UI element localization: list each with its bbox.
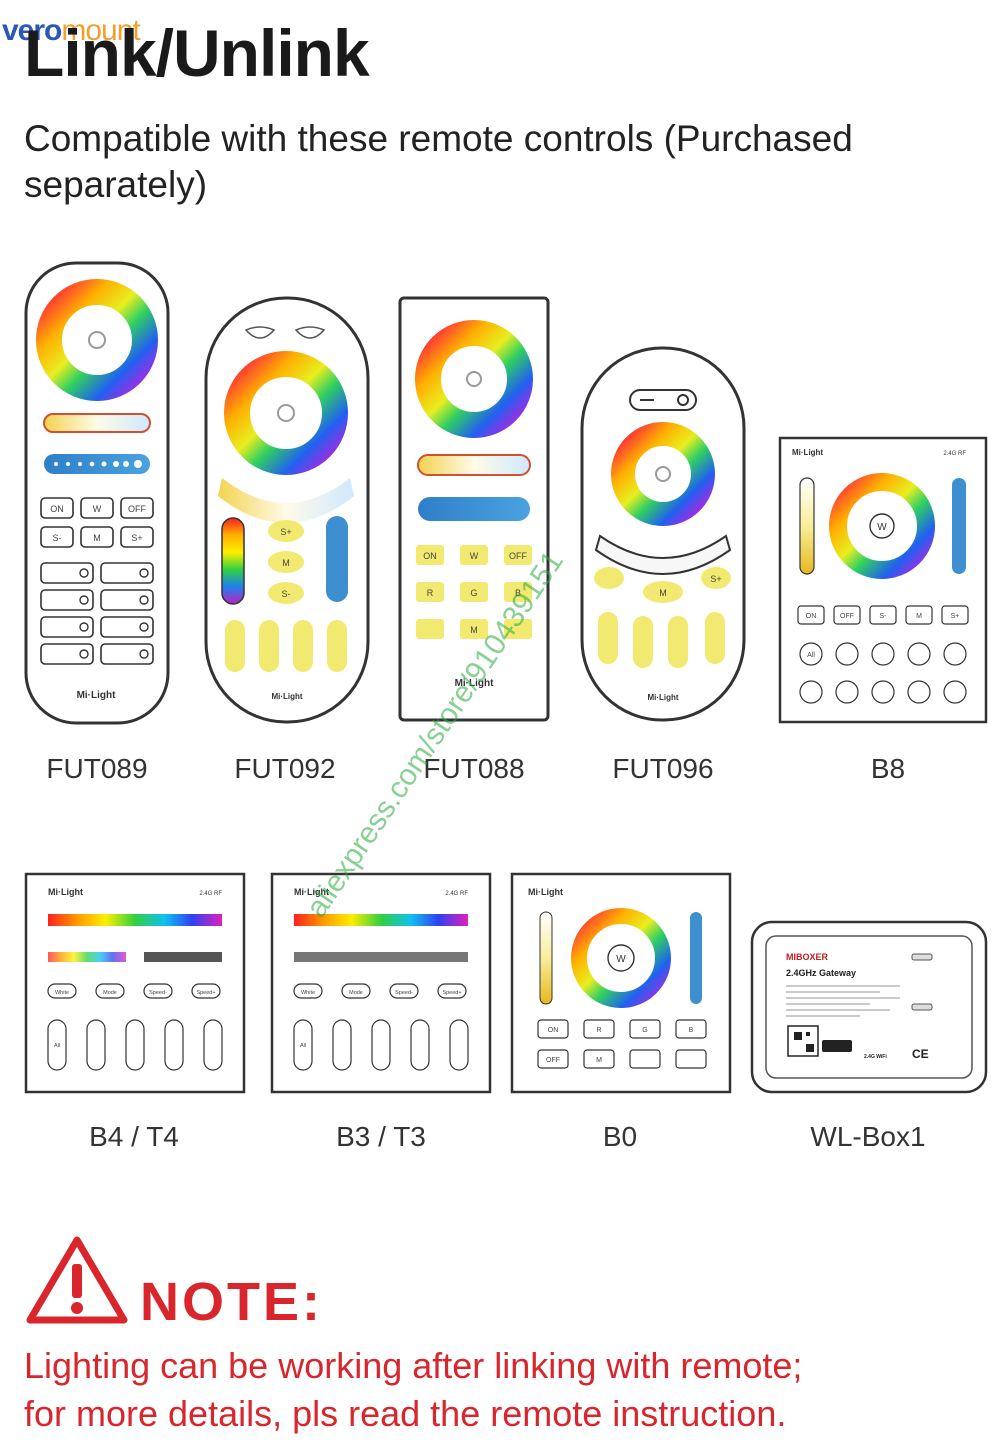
key-mode-label: Mode bbox=[103, 990, 117, 996]
key-b-label: B bbox=[689, 1027, 694, 1034]
key-g-label: G bbox=[642, 1027, 647, 1034]
key-off-label: OFF bbox=[546, 1057, 560, 1064]
gateway-wl-box1: MIBOXER 2.4GHz Gateway 2.4G WiFi CE bbox=[750, 920, 988, 1094]
note-title: NOTE: bbox=[140, 1272, 323, 1332]
key-m-label: M bbox=[596, 1057, 602, 1064]
key-off-label: OFF bbox=[840, 613, 854, 620]
key-white-label: White bbox=[301, 990, 315, 996]
page-subtitle: Compatible with these remote controls (P… bbox=[24, 118, 853, 205]
brand-part2: mount bbox=[61, 14, 140, 47]
panel-b3-t3: Mi·Light 2.4G RF White Mode Speed- Speed… bbox=[270, 872, 492, 1094]
panel-b0: Mi·Light W ON R G B OFF M bbox=[510, 872, 732, 1094]
brand-mark: Mi·Light bbox=[294, 887, 329, 897]
rf-mark: 2.4G RF bbox=[445, 891, 468, 897]
panel-b8: Mi·Light 2.4G RF W ON OFF S- M S+ All bbox=[778, 436, 988, 724]
key-speed-minus-label: Speed- bbox=[395, 990, 413, 996]
key-on-label: ON bbox=[548, 1027, 559, 1034]
product-label-wl-box1: WL-Box1 bbox=[810, 1121, 926, 1152]
product-label-fut088: FUT088 bbox=[423, 753, 525, 784]
key-m-label: M bbox=[93, 533, 101, 543]
remote-fut096: M S+ Mi·Light bbox=[580, 346, 746, 722]
product-label-b0: B0 bbox=[602, 1121, 638, 1152]
product-label-fut092: FUT092 bbox=[234, 753, 336, 784]
brand-mark: Mi·Light bbox=[455, 678, 495, 689]
product-label-fut089: FUT089 bbox=[46, 753, 148, 784]
key-mode-label: Mode bbox=[349, 990, 363, 996]
key-m-label: M bbox=[470, 625, 478, 635]
key-white-label: White bbox=[55, 990, 69, 996]
key-w-label: W bbox=[93, 504, 102, 514]
key-m-label: M bbox=[916, 613, 922, 620]
key-s-minus-label: S- bbox=[282, 589, 291, 599]
key-all-label: All bbox=[54, 1043, 60, 1049]
key-speed-plus-label: Speed+ bbox=[442, 990, 461, 996]
brand-mark: Mi·Light bbox=[647, 693, 678, 702]
key-on-label: ON bbox=[806, 613, 817, 620]
key-off-label: OFF bbox=[128, 504, 146, 514]
key-off-label: OFF bbox=[509, 551, 527, 561]
key-s-minus-label: S- bbox=[880, 613, 888, 620]
note-line-2: for more details, pls read the remote in… bbox=[24, 1393, 787, 1434]
remote-fut089: ON W OFF S- M S+ Mi·Light bbox=[24, 261, 170, 725]
ce-mark: CE bbox=[912, 1047, 929, 1061]
key-s-plus-label: S+ bbox=[951, 613, 960, 620]
key-s-plus-label: S+ bbox=[131, 533, 142, 543]
page-title: Link/Unlink bbox=[24, 16, 370, 90]
warning-icon bbox=[26, 1236, 128, 1324]
brand-mark: Mi·Light bbox=[77, 690, 117, 701]
brand-mark: Mi·Light bbox=[271, 692, 302, 701]
key-w-label: W bbox=[616, 954, 626, 965]
brand-mark: Mi·Light bbox=[528, 887, 563, 897]
key-m-label: M bbox=[659, 588, 667, 598]
key-g-label: G bbox=[470, 588, 477, 598]
key-on-label: ON bbox=[50, 504, 64, 514]
product-label-fut096: FUT096 bbox=[612, 753, 714, 784]
product-label-b4-t4: B4 / T4 bbox=[89, 1121, 179, 1152]
key-on-label: ON bbox=[423, 551, 437, 561]
product-label-b8: B8 bbox=[870, 753, 906, 784]
key-speed-plus-label: Speed+ bbox=[196, 990, 215, 996]
brand-part1: vero bbox=[2, 14, 62, 47]
key-all-label: All bbox=[300, 1043, 306, 1049]
key-w-label: W bbox=[470, 551, 479, 561]
key-r-label: R bbox=[596, 1027, 601, 1034]
box-wifi: 2.4G WiFi bbox=[864, 1054, 887, 1060]
brand-mark: Mi·Light bbox=[792, 448, 823, 457]
key-m-label: M bbox=[282, 558, 290, 568]
remote-fut088: ON W OFF R G B M Mi·Light bbox=[398, 296, 550, 722]
remote-fut092: S+ M S- Mi·Light bbox=[204, 296, 370, 724]
key-all-label: All bbox=[807, 652, 815, 659]
key-s-minus-label: S- bbox=[53, 533, 62, 543]
brand-logo: veromount bbox=[2, 14, 141, 48]
key-r-label: R bbox=[427, 588, 434, 598]
note-line-1: Lighting can be working after linking wi… bbox=[24, 1345, 803, 1386]
key-speed-minus-label: Speed- bbox=[149, 990, 167, 996]
rf-mark: 2.4G RF bbox=[943, 451, 966, 457]
rf-mark: 2.4G RF bbox=[199, 891, 222, 897]
note-text: Lighting can be working after linking wi… bbox=[24, 1342, 984, 1438]
box-brand: MIBOXER bbox=[786, 952, 829, 962]
panel-b4-t4: Mi·Light 2.4G RF White Mode Speed- Speed… bbox=[24, 872, 246, 1094]
key-w-label: W bbox=[877, 522, 887, 533]
brand-mark: Mi·Light bbox=[48, 887, 83, 897]
key-s-plus-label: S+ bbox=[710, 574, 721, 584]
box-model: 2.4GHz Gateway bbox=[786, 968, 856, 978]
key-s-plus-label: S+ bbox=[280, 527, 291, 537]
product-label-b3-t3: B3 / T3 bbox=[336, 1121, 426, 1152]
key-b-label: B bbox=[515, 588, 521, 598]
